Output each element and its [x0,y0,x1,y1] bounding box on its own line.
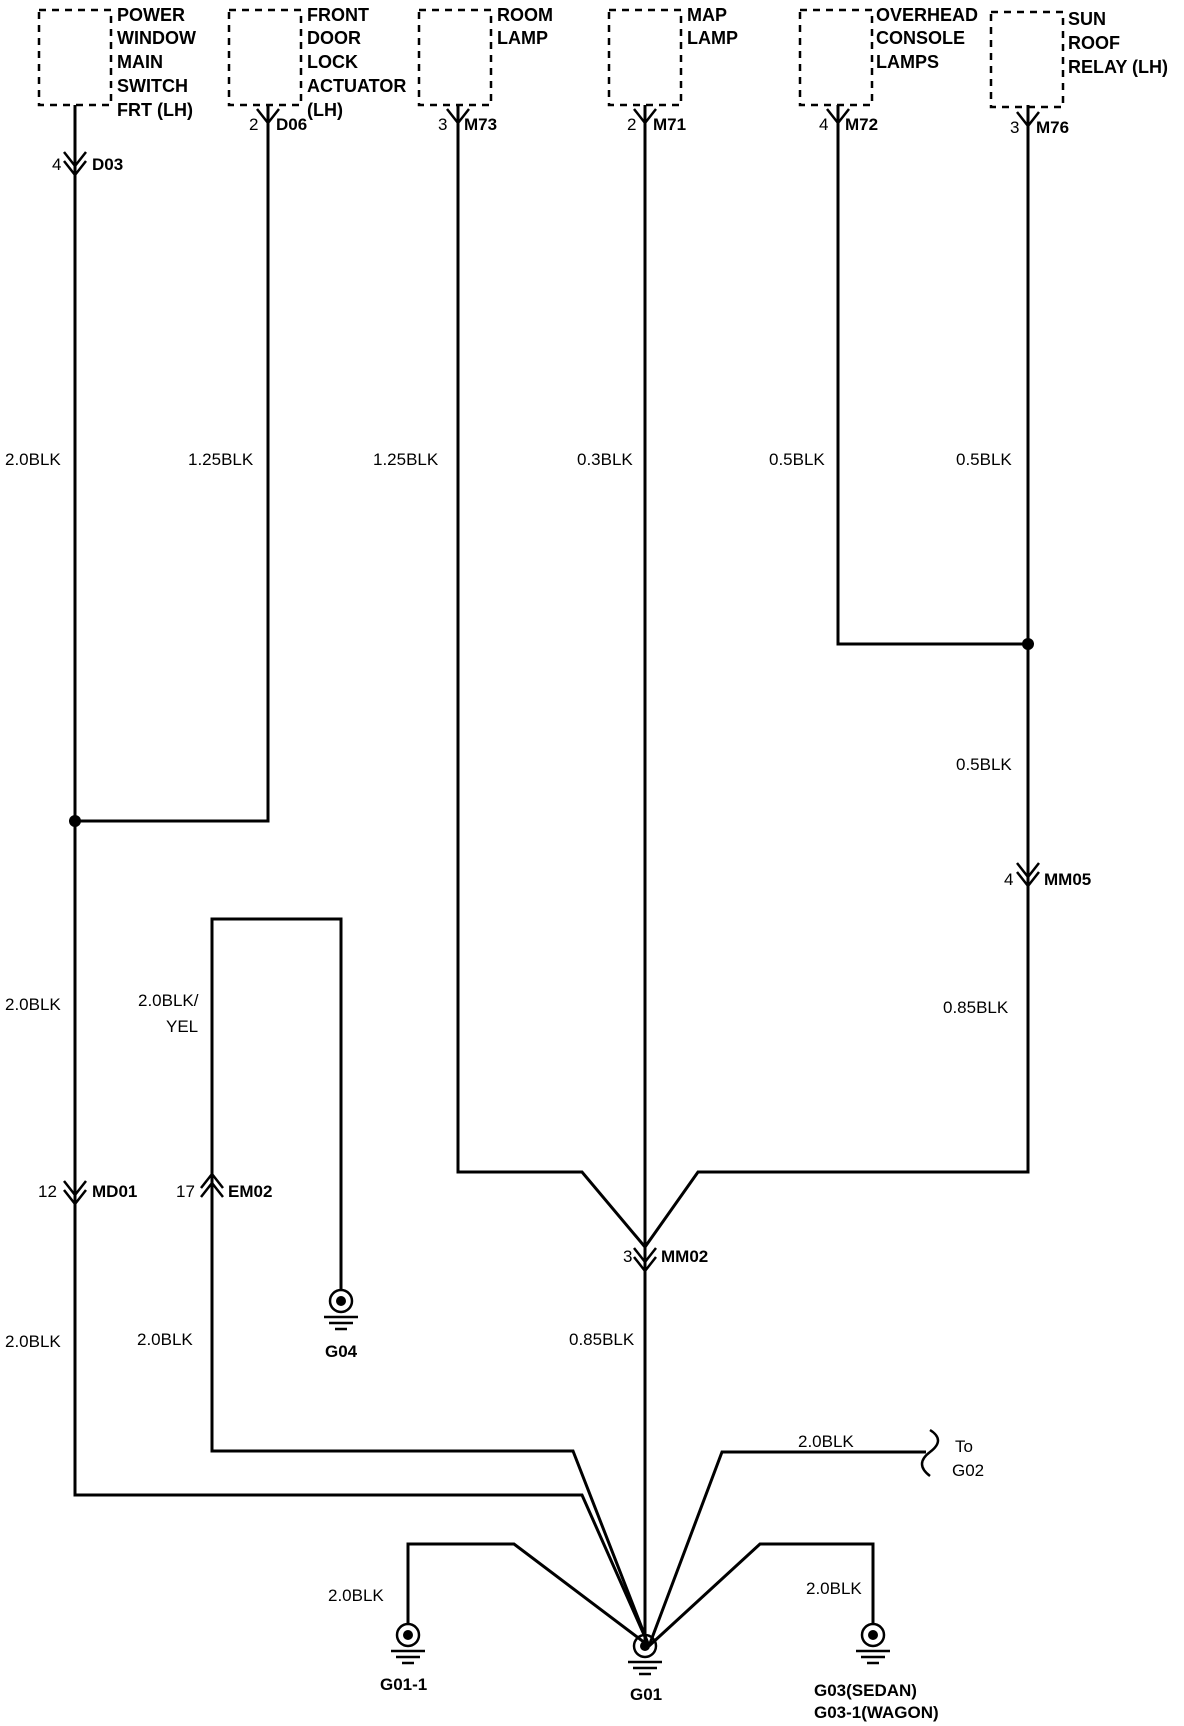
connector-mm05: 4 MM05 [1004,862,1091,889]
connector-name: D03 [92,155,123,174]
connector-pin: 3 [1010,118,1019,137]
wires [73,105,1030,1648]
connector-m76: 3 M76 [1010,111,1069,137]
component-label-line: OVERHEAD [876,5,978,25]
component-label-line: RELAY (LH) [1068,57,1168,77]
component-label-line: WINDOW [117,28,196,48]
ground-label: G01 [630,1685,662,1704]
component-power-window-main-switch: POWER WINDOW MAIN SWITCH FRT (LH) [37,5,196,120]
wire-room-lamp [456,105,647,1248]
connector-name: EM02 [228,1182,272,1201]
connector-pin: 4 [819,115,828,134]
splice-point [69,815,81,827]
ground-g01: G01 [628,1633,662,1704]
ground-label: G01-1 [380,1675,427,1694]
wire-to-g02 [647,1450,926,1647]
wire-g04-loop [210,917,651,1647]
connector-pin: 2 [249,115,258,134]
wire-labels: 2.0BLK 1.25BLK 1.25BLK 0.3BLK 0.5BLK 0.5… [5,450,1012,1605]
reference-text: G02 [952,1461,984,1480]
ground-label: G03(SEDAN) [814,1681,917,1700]
component-sun-roof-relay: SUN ROOF RELAY (LH) [989,9,1168,109]
component-label-line: LAMPS [876,52,939,72]
component-label-line: (LH) [307,100,343,120]
ground-g01-1: G01-1 [380,1622,427,1694]
ground-label: G03-1(WAGON) [814,1703,939,1722]
component-label-line: LAMP [687,28,738,48]
component-label-line: FRONT [307,5,369,25]
wire-label: 2.0BLK [806,1579,862,1598]
connector-name: MD01 [92,1182,137,1201]
component-room-lamp: ROOM LAMP [417,5,553,107]
component-label-line: DOOR [307,28,361,48]
connector-name: MM05 [1044,870,1091,889]
wire-label: 2.0BLK [328,1586,384,1605]
wire-label: 2.0BLK [137,1330,193,1349]
splice-point [1022,638,1034,650]
wire-g01-1 [406,1542,650,1648]
component-label-line: CONSOLE [876,28,965,48]
component-label-line: ROOF [1068,33,1120,53]
component-label-line: POWER [117,5,185,25]
component-front-door-lock-actuator: FRONT DOOR LOCK ACTUATOR (LH) [227,5,406,120]
connector-name: M76 [1036,118,1069,137]
ground-g03: G03(SEDAN) G03-1(WAGON) [814,1622,939,1722]
component-label-line: LOCK [307,52,358,72]
connector-name: M71 [653,115,686,134]
wire-label: 2.0BLK [5,995,61,1014]
wire-label: 1.25BLK [188,450,254,469]
connector-pin: 3 [623,1247,632,1266]
wire-label: 2.0BLK [5,1332,61,1351]
wire-label: 0.5BLK [956,450,1012,469]
wire-label: 2.0BLK [798,1432,854,1451]
reference-text: To [955,1437,973,1456]
connector-pin: 4 [52,155,61,174]
wire-label: 2.0BLK/ [138,991,199,1010]
connector-d03: 4 D03 [52,151,123,178]
component-label-line: FRT (LH) [117,100,193,120]
wire-door-lock [75,105,270,823]
connector-m72: 4 M72 [819,108,878,134]
connector-name: D06 [276,115,307,134]
wire-label: YEL [166,1017,198,1036]
component-map-lamp: MAP LAMP [607,5,738,107]
connector-md01: 12 MD01 [38,1180,137,1207]
connector-name: M73 [464,115,497,134]
component-label-line: SWITCH [117,76,188,96]
wire-label: 0.85BLK [943,998,1009,1017]
wire-g03 [647,1542,875,1648]
component-overhead-console-lamps: OVERHEAD CONSOLE LAMPS [798,5,978,107]
component-label-line: MAP [687,5,727,25]
component-label-line: SUN [1068,9,1106,29]
ground-g04: G04 [324,1288,358,1361]
wire-overhead-lamps [836,105,1028,646]
ground-label: G04 [325,1342,358,1361]
component-label-line: ROOM [497,5,553,25]
connector-pin: 3 [438,115,447,134]
to-g02-reference: To G02 [920,1428,984,1480]
wire-label: 0.5BLK [956,755,1012,774]
connector-name: M72 [845,115,878,134]
connector-mm02: 3 MM02 [623,1247,708,1274]
wire-label: 2.0BLK [5,450,61,469]
connector-em02: 17 EM02 [176,1171,272,1201]
wire-label: 0.85BLK [569,1330,635,1349]
connector-pin: 4 [1004,870,1013,889]
connector-m71: 2 M71 [627,108,686,134]
connector-pin: 2 [627,115,636,134]
wire-label: 1.25BLK [373,450,439,469]
connector-name: MM02 [661,1247,708,1266]
wire-pwr-switch [73,105,651,1647]
component-label-line: ACTUATOR [307,76,406,96]
connector-d06: 2 D06 [249,108,307,134]
component-label-line: MAIN [117,52,163,72]
wire-label: 0.3BLK [577,450,633,469]
wire-label: 0.5BLK [769,450,825,469]
component-label-line: LAMP [497,28,548,48]
connector-m73: 3 M73 [438,108,497,134]
connector-pin: 12 [38,1182,57,1201]
connector-pin: 17 [176,1182,195,1201]
